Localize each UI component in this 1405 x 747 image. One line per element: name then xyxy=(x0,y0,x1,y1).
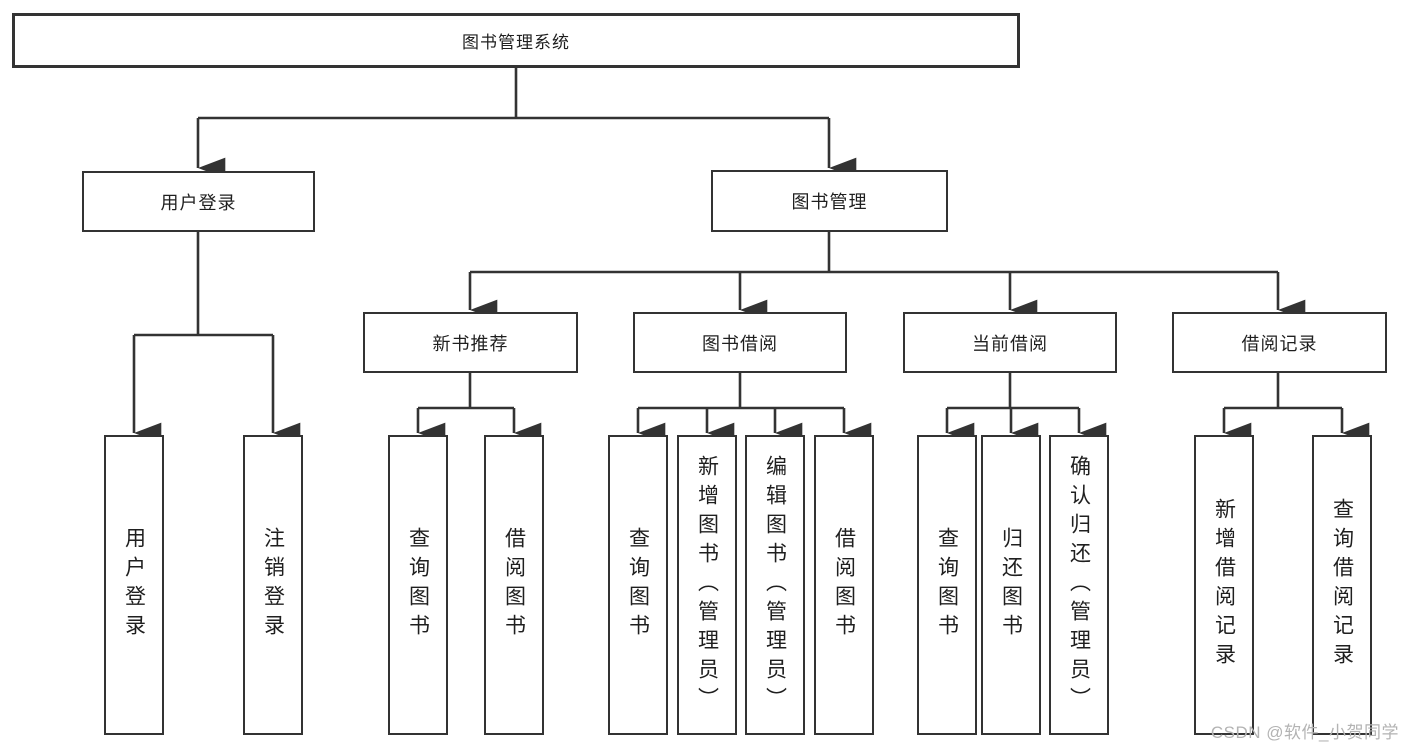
leaf-edit-books-admin: 编辑图书（管理员） xyxy=(745,435,805,735)
node-label: 新增借阅记录 xyxy=(1212,498,1236,672)
connector-user-login-branch xyxy=(132,232,301,444)
node-label: 查询借阅记录 xyxy=(1330,498,1354,672)
node-label: 归还图书 xyxy=(999,527,1023,643)
node-book-management: 图书管理 xyxy=(711,170,948,232)
node-label: 用户登录 xyxy=(160,192,237,213)
node-label: 当前借阅 xyxy=(972,333,1048,354)
node-label: 确认归还（管理员） xyxy=(1067,454,1091,716)
node-label: 图书管理 xyxy=(791,192,868,212)
node-user-login: 用户登录 xyxy=(82,171,315,232)
leaf-logout: 注销登录 xyxy=(243,435,303,735)
node-label: 注销登录 xyxy=(261,527,285,643)
node-label: 新书推荐 xyxy=(432,333,509,354)
leaf-confirm-return-admin: 确认归还（管理员） xyxy=(1049,435,1109,735)
leaf-user-login: 用户登录 xyxy=(104,435,164,735)
node-label: 新增图书（管理员） xyxy=(695,454,719,716)
node-current-borrow: 当前借阅 xyxy=(903,312,1117,373)
node-new-book-recommend: 新书推荐 xyxy=(363,312,578,373)
node-label: 编辑图书（管理员） xyxy=(763,454,787,716)
connector-root-to-level2 xyxy=(196,68,857,179)
leaf-add-books-admin: 新增图书（管理员） xyxy=(677,435,737,735)
csdn-watermark: CSDN @软件_小贺同学 xyxy=(1210,723,1399,742)
node-label: 借阅图书 xyxy=(832,527,856,643)
node-label: 查询图书 xyxy=(626,527,650,643)
node-borrow-record: 借阅记录 xyxy=(1172,312,1387,373)
leaf-query-borrow-record: 查询借阅记录 xyxy=(1312,435,1372,735)
node-label: 查询图书 xyxy=(406,527,430,643)
leaf-query-books-borrow: 查询图书 xyxy=(608,435,668,735)
node-label: 借阅记录 xyxy=(1241,333,1318,354)
leaf-borrow-books-recommend: 借阅图书 xyxy=(484,435,544,735)
node-library-management-system: 图书管理系统 xyxy=(12,13,1020,68)
leaf-borrow-books: 借阅图书 xyxy=(814,435,874,735)
node-label: 图书管理系统 xyxy=(462,33,570,52)
node-label: 借阅图书 xyxy=(502,527,526,643)
leaf-add-borrow-record: 新增借阅记录 xyxy=(1194,435,1254,735)
node-book-borrow: 图书借阅 xyxy=(633,312,847,373)
connector-current-borrow-branch xyxy=(945,373,1107,444)
leaf-query-books-recommend: 查询图书 xyxy=(388,435,448,735)
node-label: 用户登录 xyxy=(122,527,146,643)
connector-new-book-branch xyxy=(416,373,542,444)
connector-borrow-record-branch xyxy=(1222,373,1370,444)
connector-book-borrow-branch xyxy=(636,373,872,444)
node-label: 图书借阅 xyxy=(702,333,778,354)
node-label: 查询图书 xyxy=(935,527,959,643)
connector-book-management-branch xyxy=(468,232,1306,321)
leaf-return-books: 归还图书 xyxy=(981,435,1041,735)
leaf-query-books-current: 查询图书 xyxy=(917,435,977,735)
